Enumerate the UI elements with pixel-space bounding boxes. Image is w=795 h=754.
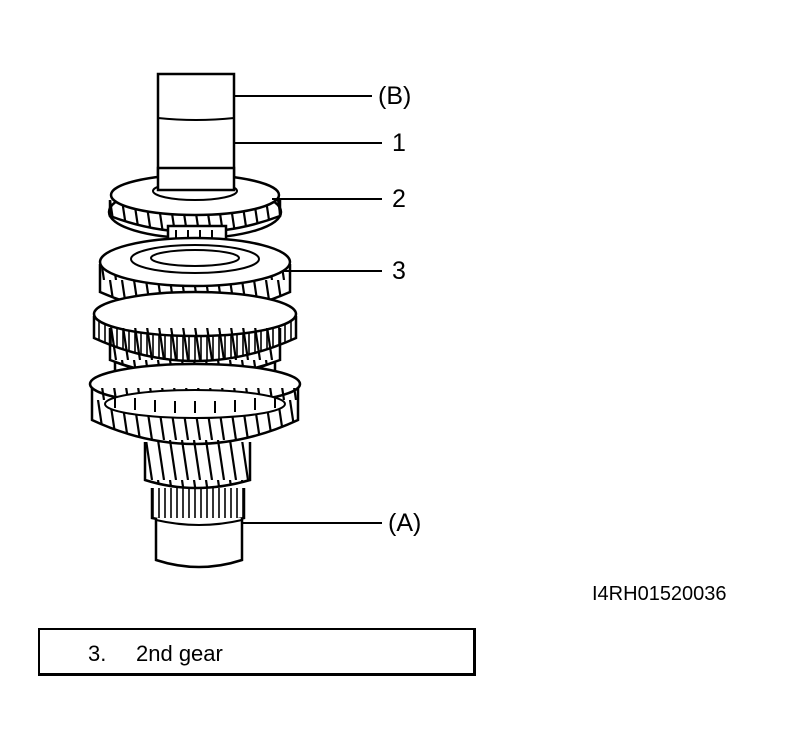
gear-2 bbox=[107, 166, 283, 240]
legend-box: 3. 2nd gear bbox=[38, 628, 476, 676]
callout-label-a: (A) bbox=[388, 509, 422, 537]
pinion bbox=[143, 442, 252, 490]
callout-label-1: 1 bbox=[392, 129, 406, 157]
callout-label-b: (B) bbox=[378, 82, 412, 110]
leader-lines bbox=[234, 95, 382, 524]
legend-text: 2nd gear bbox=[136, 641, 223, 666]
callout-label-3: 3 bbox=[392, 257, 406, 285]
callout-label-2: 2 bbox=[392, 185, 406, 213]
legend-number: 3. bbox=[88, 641, 107, 666]
lower-gear bbox=[88, 362, 302, 446]
lower-shaft bbox=[150, 488, 246, 569]
drawing-code: I4RH01520036 bbox=[592, 583, 727, 605]
